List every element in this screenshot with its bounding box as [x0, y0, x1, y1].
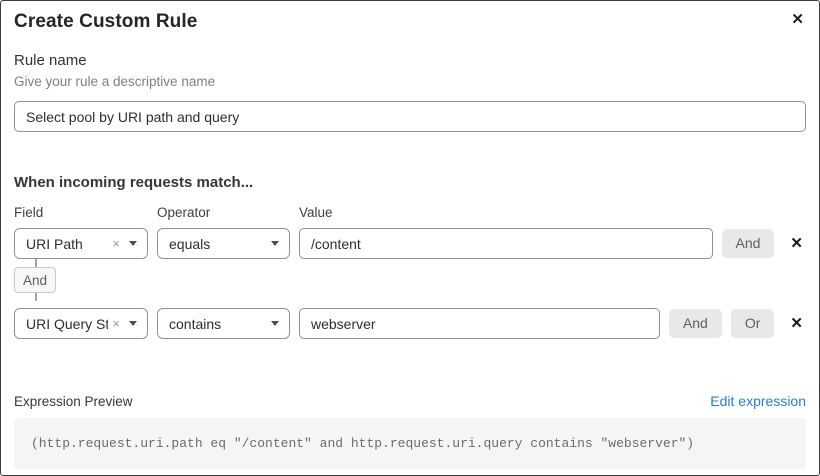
add-and-button-1[interactable]: And [721, 229, 775, 258]
and-connector: And [14, 259, 148, 301]
add-and-button-2[interactable]: And [668, 309, 722, 338]
field-select-1-value: URI Path [26, 235, 83, 252]
rule-name-section: Rule name Give your rule a descriptive n… [14, 52, 806, 132]
clear-icon[interactable]: × [112, 236, 120, 251]
value-input-1[interactable] [299, 228, 713, 259]
operator-select-2[interactable]: contains [157, 308, 290, 339]
chevron-down-icon [129, 241, 137, 246]
expression-preview-header: Expression Preview Edit expression [14, 393, 806, 410]
condition-column-labels: Field Operator Value [14, 205, 806, 221]
remove-condition-1-icon[interactable]: ✕ [790, 235, 803, 252]
field-select-2[interactable]: URI Query St... × [14, 308, 148, 339]
page-title: Create Custom Rule [14, 11, 198, 32]
rule-name-input[interactable] [14, 101, 806, 132]
value-column-label: Value [299, 205, 333, 220]
and-connector-badge: And [14, 267, 56, 293]
close-icon[interactable]: ✕ [791, 11, 804, 28]
chevron-down-icon [129, 321, 137, 326]
expression-code: (http.request.uri.path eq "/content" and… [14, 418, 806, 469]
value-input-2[interactable] [299, 308, 660, 339]
connector-line-top [35, 259, 37, 267]
field-select-2-value: URI Query St... [26, 315, 109, 332]
rule-name-label: Rule name [14, 52, 87, 69]
dialog-header: Create Custom Rule ✕ [14, 10, 806, 33]
edit-expression-link[interactable]: Edit expression [710, 393, 806, 409]
chevron-down-icon [271, 321, 279, 326]
rule-name-hint: Give your rule a descriptive name [14, 74, 216, 89]
condition-row-1: URI Path × equals And ✕ [14, 228, 806, 259]
add-or-button-2[interactable]: Or [730, 309, 775, 338]
match-heading: When incoming requests match... [14, 174, 254, 191]
expression-preview-label: Expression Preview [14, 394, 133, 409]
connector-line-bottom [35, 293, 37, 301]
clear-icon[interactable]: × [112, 316, 120, 331]
field-column-label: Field [14, 205, 44, 220]
operator-select-1-value: equals [169, 235, 211, 252]
operator-select-2-value: contains [169, 315, 222, 332]
condition-row-2: URI Query St... × contains And Or ✕ [14, 308, 806, 339]
operator-column-label: Operator [157, 205, 211, 220]
operator-select-1[interactable]: equals [157, 228, 290, 259]
remove-condition-2-icon[interactable]: ✕ [790, 315, 803, 332]
chevron-down-icon [271, 241, 279, 246]
field-select-1[interactable]: URI Path × [14, 228, 148, 259]
